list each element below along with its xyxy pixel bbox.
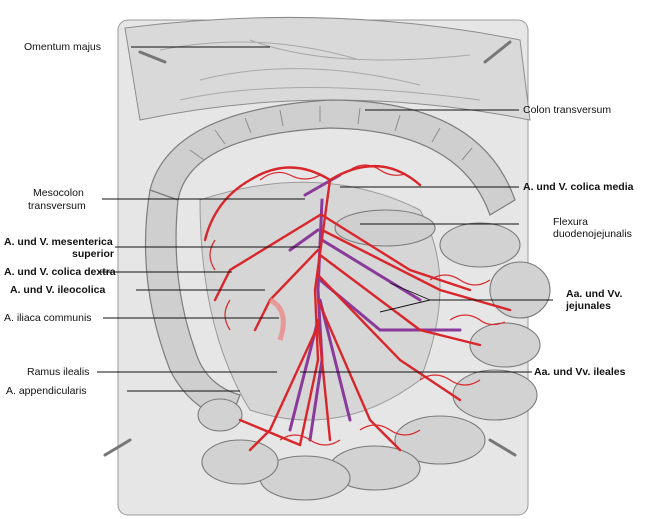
label-ramus-ilealis: Ramus ilealis [27, 366, 90, 378]
leader-lines [97, 46, 553, 392]
flexura-duodenojejunalis [334, 209, 436, 247]
label-mesocolon-2: transversum [28, 200, 86, 212]
label-flexura-2: duodenojejunalis [553, 228, 632, 240]
label-jejunales-1: Aa. und Vv. [566, 288, 623, 300]
colon-haustra [189, 106, 473, 161]
label-ileales: Aa. und Vv. ileales [534, 366, 626, 378]
label-appendicularis: A. appendicularis [6, 385, 87, 397]
label-jejunales-2: jejunales [566, 300, 611, 312]
colon-transversum [149, 99, 516, 216]
small-intestine-loops [197, 222, 551, 501]
label-flexura-1: Flexura [553, 216, 589, 228]
label-colica-media: A. und V. colica media [523, 181, 634, 193]
label-omentum-majus: Omentum majus [24, 41, 102, 53]
retractor-pins [103, 40, 517, 457]
label-mesenterica-2: superior [72, 248, 115, 260]
omentum-folds [159, 39, 481, 101]
label-colon-transversum: Colon transversum [523, 104, 612, 116]
label-mesenterica-1: A. und V. mesenterica [4, 236, 113, 248]
arteria-iliaca-communis [268, 297, 286, 341]
label-iliaca-communis: A. iliaca communis [4, 312, 92, 324]
arterial-arcades [209, 164, 506, 446]
label-mesocolon-1: Mesocolon [33, 187, 84, 199]
label-colica-dextra: A. und V. colica dextra [4, 266, 116, 278]
arteries [203, 164, 512, 452]
label-ileocolica: A. und V. ileocolica [10, 284, 106, 296]
